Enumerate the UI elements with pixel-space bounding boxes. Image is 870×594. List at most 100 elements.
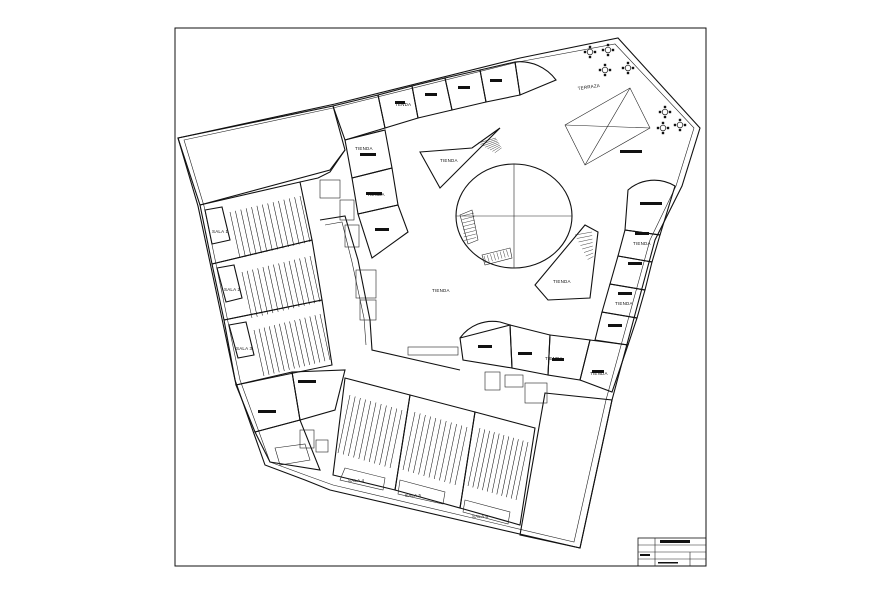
drawing-line <box>263 327 275 374</box>
drawing-line <box>494 147 502 153</box>
terrace-chair <box>678 118 682 122</box>
drawing-line <box>461 212 475 217</box>
label-sala-2: SALA 2 <box>224 287 241 292</box>
terrace-table <box>586 48 594 56</box>
drawing-line <box>444 423 457 483</box>
drawing-line <box>464 237 477 241</box>
drawing-line <box>268 326 280 373</box>
drawing-line <box>299 318 310 365</box>
terrace-chair <box>611 48 615 52</box>
kiosk-tienda-right <box>534 224 599 301</box>
drawing-line <box>402 411 416 471</box>
drawing-line <box>482 140 498 146</box>
drawing-line <box>583 249 594 253</box>
terrace-chair <box>663 115 667 119</box>
drawing-line <box>578 238 593 243</box>
drawing-line <box>463 226 476 231</box>
label-sala-5: SALA 5 <box>405 493 422 498</box>
drawing-line <box>283 262 295 309</box>
drawing-line <box>363 402 377 461</box>
terrace-chair <box>668 110 672 114</box>
label-sala-6: SALA 6 <box>472 514 489 519</box>
drawing-line <box>262 267 274 314</box>
drawing-line <box>294 320 305 367</box>
drawing-line <box>289 321 300 368</box>
drawing-line <box>576 235 593 239</box>
terrace-chair <box>588 55 592 59</box>
right-shops <box>594 179 676 346</box>
drawing-line <box>262 204 273 251</box>
label-tenda-top: TENDA <box>395 102 411 107</box>
drawing-line <box>274 325 285 372</box>
upper-left-block <box>177 105 346 206</box>
sheet-border <box>174 27 707 567</box>
drawing-line <box>348 397 361 457</box>
drawing-line <box>574 231 593 236</box>
drawing-line <box>299 258 310 305</box>
terrace-chair <box>631 66 635 70</box>
label-tienda-kiosk: TIENDA <box>553 279 571 284</box>
drawing-line <box>491 434 505 494</box>
drawing-line <box>299 195 311 243</box>
terrace-table <box>604 46 612 54</box>
terrace-table <box>624 64 632 72</box>
terrace-chair <box>658 110 662 114</box>
drawing-line <box>428 419 442 478</box>
drawing-line <box>496 252 499 260</box>
terrace-chair <box>678 128 682 132</box>
drawing-line <box>496 436 510 495</box>
terrace-table <box>676 121 684 129</box>
inner-perimeter-wall <box>183 43 695 543</box>
drawing-line <box>418 416 431 475</box>
drawing-line <box>462 223 475 227</box>
terrace-chair <box>598 68 602 72</box>
label-terraza: TERRAZA <box>577 83 600 91</box>
terrace-chair <box>621 66 625 70</box>
terrace-chair <box>593 50 597 54</box>
label-tienda-center: TIENDA <box>440 158 458 163</box>
drawing-line <box>283 199 295 246</box>
terrace-chair <box>656 126 660 130</box>
terrace-chair <box>626 61 630 65</box>
drawing-line <box>252 269 263 316</box>
drawing-line <box>477 430 490 489</box>
label-tienda-bottom: TIENDA <box>545 356 563 361</box>
drawing-line <box>304 257 316 304</box>
drawing-line <box>246 270 258 317</box>
terrace-chair <box>606 43 610 47</box>
label-tienda-left1: TIENDA <box>355 146 373 151</box>
terrace-chair <box>608 68 612 72</box>
drawing-line <box>374 405 387 464</box>
label-tienda-right2: TIENDA <box>615 301 633 306</box>
drawing-line <box>358 400 372 460</box>
title-block <box>637 537 707 567</box>
drawing-line <box>253 329 265 377</box>
drawing-line <box>585 252 594 257</box>
drawing-line <box>337 394 351 454</box>
label-tienda-top: TIENDA <box>432 288 450 293</box>
label-tienda-se: TIENDA <box>590 371 608 376</box>
drawing-line <box>240 209 252 256</box>
drawing-line <box>368 403 382 463</box>
drawing-line <box>288 260 300 307</box>
drawing-line <box>279 323 290 370</box>
drawing-line <box>499 251 503 259</box>
terrace-chair <box>661 131 665 135</box>
drawing-line <box>407 413 421 472</box>
drawing-line <box>256 205 268 252</box>
drawing-line <box>506 439 519 498</box>
terrace-chair <box>666 126 670 130</box>
drawing-line <box>309 316 321 363</box>
room-labels: TENDA TERRAZA TIENDA TIENDA TIENDA TIEND… <box>212 83 651 519</box>
terrace-chair <box>583 50 587 54</box>
terrace-chair <box>661 121 665 125</box>
drawing-line <box>472 429 486 488</box>
drawing-line <box>389 409 403 469</box>
label-sala-1: SALA 1 <box>212 229 229 234</box>
terraza <box>564 43 687 166</box>
bottom-shops <box>407 320 629 404</box>
drawing-line <box>278 200 289 247</box>
drawing-line <box>258 328 270 375</box>
drawing-line <box>480 139 497 145</box>
